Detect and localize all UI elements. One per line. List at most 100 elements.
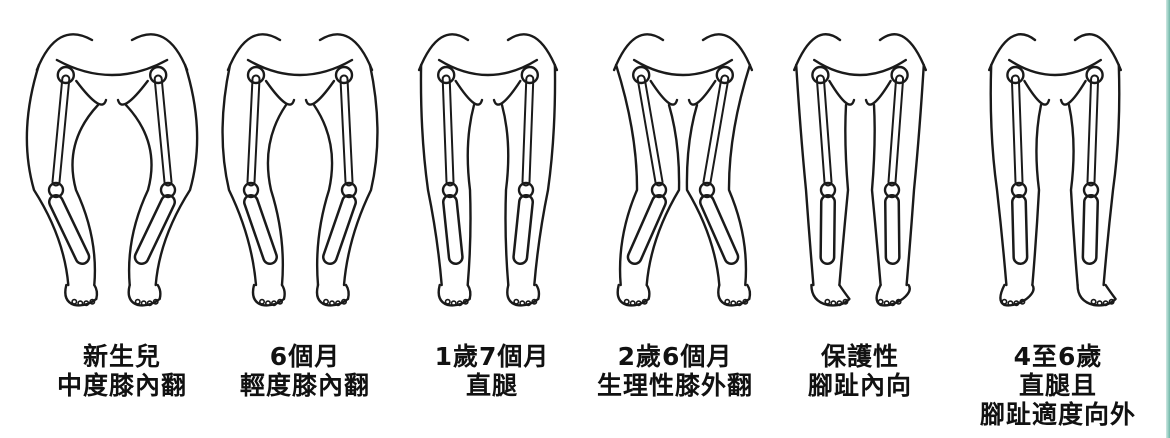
- right-femoral-head: [334, 65, 354, 85]
- right-toe: [322, 298, 329, 305]
- left-toe: [842, 298, 849, 305]
- left-leg-outer: [795, 63, 815, 287]
- right-knee: [159, 181, 177, 199]
- caption-line: 腳趾內向: [807, 371, 912, 400]
- right-foot: [875, 283, 911, 307]
- left-femur-core: [248, 76, 259, 185]
- right-toe: [525, 300, 532, 307]
- left-tibia-core: [1013, 196, 1026, 263]
- right-foot: [315, 283, 350, 307]
- left-toe: [83, 300, 90, 307]
- right-toe: [513, 298, 520, 305]
- pelvis-outline: [988, 33, 1122, 77]
- left-toe: [1001, 298, 1008, 305]
- right-toe: [1090, 298, 1097, 305]
- left-femoral-head: [811, 65, 830, 85]
- pelvis-bone: [1023, 79, 1087, 106]
- left-toe: [456, 300, 463, 307]
- left-femur-core: [53, 76, 69, 185]
- right-femoral-head: [148, 65, 168, 85]
- caption-line: 中度膝內翻: [56, 371, 187, 400]
- left-leg-inner: [71, 103, 100, 287]
- caption-line: 輕度膝內翻: [239, 371, 370, 400]
- caption-line: 2歲6個月: [617, 342, 733, 371]
- caption-line: 1歲7個月: [434, 342, 550, 371]
- left-toe: [1013, 300, 1020, 307]
- left-femoral-head: [437, 65, 456, 85]
- left-tibia-core: [629, 196, 665, 263]
- left-leg-outer: [989, 63, 1008, 287]
- caption-line: 直腿: [465, 371, 518, 400]
- left-tibia-core: [245, 196, 276, 263]
- left-toe: [71, 298, 78, 305]
- left-femur-core: [817, 76, 831, 185]
- caption-line: 6個月: [269, 342, 341, 371]
- pelvis-bone: [828, 79, 892, 106]
- right-leg-outer: [342, 63, 379, 287]
- right-leg-outer: [533, 63, 557, 287]
- pelvis-bone: [75, 79, 149, 106]
- right-toe: [134, 298, 141, 305]
- pelvis-outline: [226, 33, 374, 77]
- caption-protective: 保護性 腳趾內向: [760, 342, 960, 400]
- right-toe: [146, 300, 153, 307]
- pelvis-outline: [417, 33, 559, 77]
- right-knee: [517, 181, 535, 199]
- left-toe: [264, 300, 271, 307]
- right-femoral-head: [1085, 65, 1104, 85]
- left-leg-inner: [838, 103, 850, 287]
- right-femur-core: [704, 76, 728, 185]
- caption-line: 生理性膝外翻: [596, 371, 753, 400]
- left-toe: [1019, 298, 1026, 305]
- left-leg-outer: [25, 63, 70, 287]
- pelvis-bone: [649, 79, 717, 106]
- right-foot: [506, 283, 541, 307]
- left-toe: [623, 298, 630, 305]
- right-knee: [340, 181, 358, 199]
- pelvis-bone: [454, 79, 522, 106]
- left-foot: [251, 283, 286, 307]
- pelvis-outline: [35, 33, 189, 77]
- right-leg-inner: [124, 103, 153, 287]
- right-tibia-core: [514, 196, 532, 263]
- left-knee: [441, 181, 459, 199]
- right-leg-inner: [870, 103, 882, 287]
- right-tibia-core: [701, 196, 737, 263]
- right-tibia-core: [1084, 196, 1097, 263]
- right-femur-core: [889, 76, 903, 185]
- right-leg-outer: [727, 63, 752, 287]
- left-foot: [810, 283, 851, 307]
- right-tibia-core: [136, 196, 174, 263]
- right-femoral-head: [890, 65, 909, 85]
- left-knee: [819, 181, 837, 199]
- caption-line: 4至6歲: [1013, 342, 1103, 371]
- left-knee: [242, 181, 260, 199]
- caption-6-months: 6個月 輕度膝內翻: [205, 342, 405, 400]
- right-leg-inner: [685, 103, 721, 287]
- left-toe: [77, 300, 84, 307]
- right-knee: [698, 181, 716, 199]
- right-foot: [127, 283, 162, 307]
- right-toe: [877, 298, 884, 305]
- caption-line: 腳趾適度向外: [979, 400, 1136, 429]
- left-femur-core: [443, 76, 453, 185]
- left-toe: [1007, 300, 1014, 307]
- left-toe: [258, 298, 265, 305]
- left-toe: [444, 298, 451, 305]
- pelvis-outline: [612, 33, 754, 77]
- left-knee: [1010, 181, 1028, 199]
- right-toe: [1096, 300, 1103, 307]
- left-toe: [276, 298, 283, 305]
- left-toe: [824, 298, 831, 305]
- left-femur-core: [1012, 76, 1022, 185]
- left-foot: [64, 283, 99, 307]
- right-femur-core: [155, 76, 171, 185]
- right-toe: [895, 298, 902, 305]
- pelvis-bone: [264, 79, 336, 106]
- left-leg-outer: [221, 63, 258, 287]
- left-tibia-core: [821, 196, 834, 263]
- caption-newborn: 新生兒 中度膝內翻: [22, 342, 222, 400]
- caption-line: 保護性: [820, 342, 899, 371]
- right-tibia-core: [324, 196, 355, 263]
